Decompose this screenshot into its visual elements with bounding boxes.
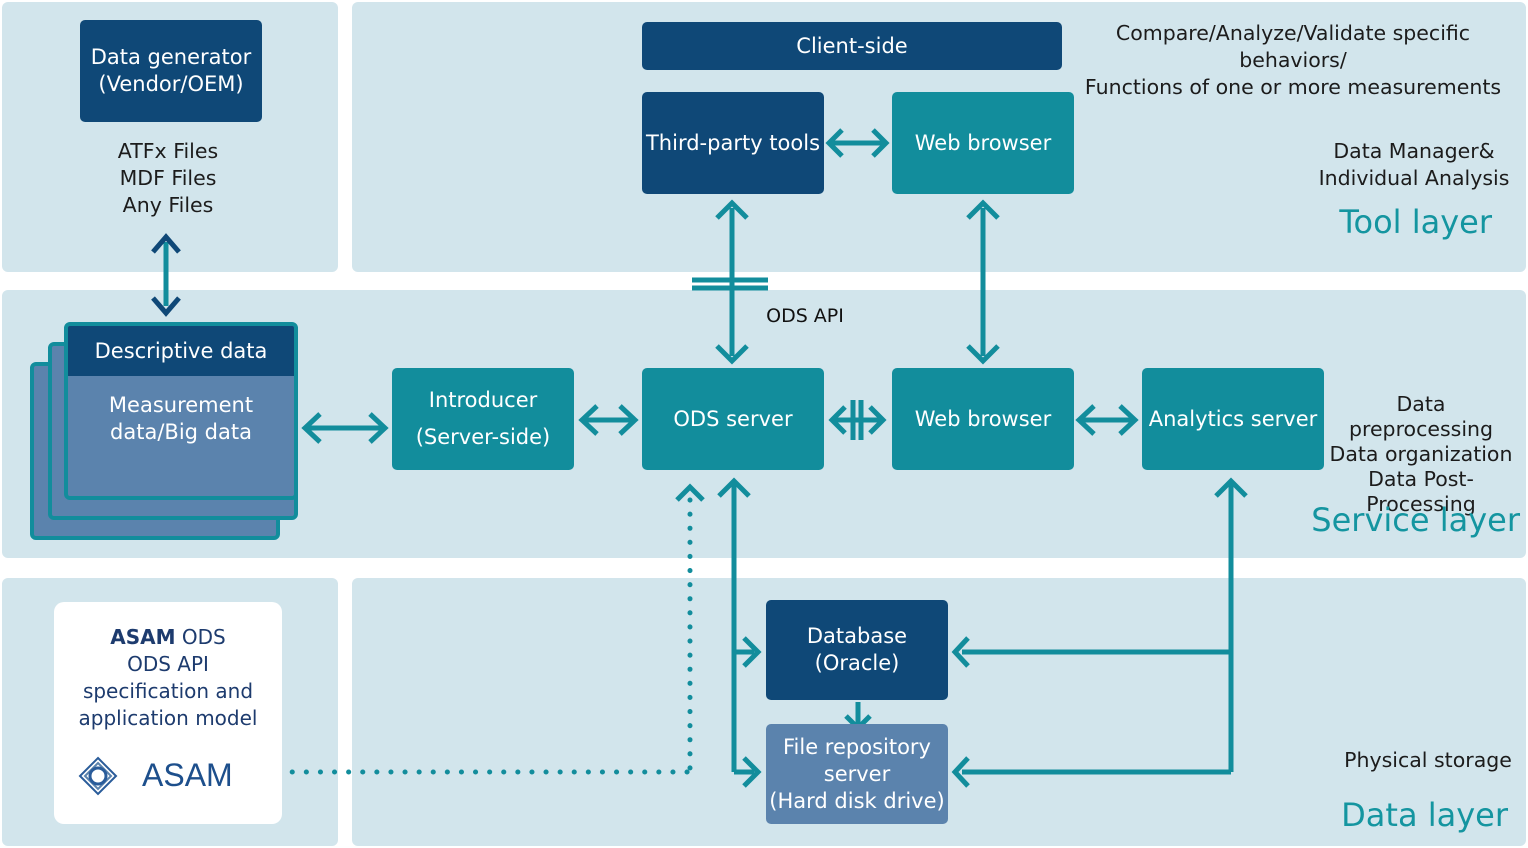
tool-layer-title: Tool layer xyxy=(1339,203,1492,241)
data-generator-title: Data generator xyxy=(90,45,252,69)
service-layer-title: Service layer xyxy=(1311,501,1520,539)
asam-card-text: ASAM ODS ODS API specification and appli… xyxy=(54,624,282,732)
database-subtitle: (Oracle) xyxy=(814,651,900,675)
tool-side-note-line1: Data Manager& xyxy=(1333,139,1495,163)
asam-logo-text: ASAM xyxy=(142,757,233,793)
data-side-note: Physical storage xyxy=(1344,748,1512,772)
analytics-server-label: Analytics server xyxy=(1148,406,1318,431)
database-title: Database xyxy=(806,624,908,648)
asam-card: ASAM ODS ODS API specification and appli… xyxy=(54,602,282,824)
client-side-bar: Client-side xyxy=(642,22,1062,70)
measurement-data-body: Measurement data/Big data xyxy=(68,376,294,446)
descriptive-data-label: Descriptive data xyxy=(94,339,268,363)
introducer-subtitle: (Server-side) xyxy=(415,425,551,449)
database-box: Database (Oracle) xyxy=(766,600,948,700)
data-generator-subtitle: (Vendor/OEM) xyxy=(98,72,244,96)
file-type-mdf: MDF Files xyxy=(119,166,217,190)
tool-top-note-line1: Compare/Analyze/Validate specific behavi… xyxy=(1115,21,1471,72)
ods-api-label: ODS API xyxy=(766,305,844,327)
tool-top-note: Compare/Analyze/Validate specific behavi… xyxy=(1066,20,1520,101)
web-browser-tool-label: Web browser xyxy=(914,130,1052,155)
service-side-note-line1: Data preprocessing xyxy=(1348,392,1494,441)
asam-card-line2: ODS API xyxy=(127,652,209,676)
service-side-note: Data preprocessing Data organization Dat… xyxy=(1322,392,1520,517)
file-types-list: ATFx Files MDF Files Any Files xyxy=(78,138,258,219)
client-side-label: Client-side xyxy=(796,33,908,58)
asam-card-heading-bold: ASAM xyxy=(110,625,176,649)
web-browser-service-box: Web browser xyxy=(892,368,1074,470)
descriptive-data-header: Descriptive data xyxy=(68,326,294,376)
web-browser-tool-box: Web browser xyxy=(892,92,1074,194)
asam-card-heading: ASAM ODS xyxy=(54,624,282,651)
tool-side-note-line2: Individual Analysis xyxy=(1318,166,1510,190)
service-side-note-line2: Data organization xyxy=(1329,442,1513,466)
third-party-tools-label: Third-party tools xyxy=(645,130,821,155)
asam-card-line3: specification and xyxy=(82,679,254,703)
data-generator-box: Data generator (Vendor/OEM) xyxy=(80,20,262,122)
tool-top-note-line2: Functions of one or more measurements xyxy=(1084,75,1502,99)
introducer-box: Introducer (Server-side) xyxy=(392,368,574,470)
data-stack-front: Descriptive data Measurement data/Big da… xyxy=(64,322,298,500)
measurement-data-line1: Measurement xyxy=(108,393,254,417)
tool-side-note: Data Manager& Individual Analysis xyxy=(1314,138,1514,192)
web-browser-service-label: Web browser xyxy=(914,406,1052,431)
introducer-title: Introducer xyxy=(428,388,538,412)
asam-card-heading-rest: ODS xyxy=(175,625,226,649)
ods-server-label: ODS server xyxy=(673,406,793,431)
asam-logo-icon xyxy=(78,756,118,796)
service-side-note-line4: Processing xyxy=(1366,492,1476,516)
measurement-data-line2: data/Big data xyxy=(110,420,252,444)
file-type-atfx: ATFx Files xyxy=(117,139,219,163)
data-layer-title: Data layer xyxy=(1341,796,1508,834)
asam-card-line4: application model xyxy=(78,706,258,730)
file-repository-line2: server xyxy=(823,761,891,786)
file-repository-box: File repository server (Hard disk drive) xyxy=(766,724,948,824)
ods-server-box: ODS server xyxy=(642,368,824,470)
file-repository-line1: File repository xyxy=(782,734,931,759)
third-party-tools-box: Third-party tools xyxy=(642,92,824,194)
file-type-any: Any Files xyxy=(122,193,214,217)
file-repository-line3: (Hard disk drive) xyxy=(769,788,945,813)
service-side-note-line3: Data Post- xyxy=(1368,467,1474,491)
analytics-server-box: Analytics server xyxy=(1142,368,1324,470)
